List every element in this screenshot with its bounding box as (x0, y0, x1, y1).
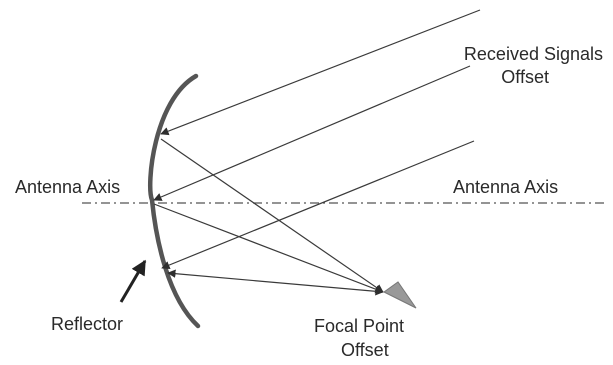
reflector-pointer-arrow (119, 259, 147, 303)
received-signals-label: Received Signals (464, 44, 603, 64)
reflected-ray-bottom (167, 269, 384, 296)
received-signals-offset-label: Offset (501, 67, 549, 87)
feed-horn (383, 281, 417, 309)
incoming-ray-middle (153, 65, 471, 201)
focal-point-label: Focal Point (314, 316, 404, 336)
antenna-axis-label-left: Antenna Axis (15, 177, 120, 197)
incoming-ray-bottom (161, 140, 475, 270)
reflector-label: Reflector (51, 314, 123, 334)
incoming-ray-top (160, 9, 481, 136)
reflector-dish (148, 73, 201, 329)
reflected-ray-middle (153, 203, 384, 294)
reflected-ray-top (160, 138, 384, 293)
focal-point-offset-label: Offset (341, 340, 389, 360)
antenna-axis-label-right: Antenna Axis (453, 177, 558, 197)
